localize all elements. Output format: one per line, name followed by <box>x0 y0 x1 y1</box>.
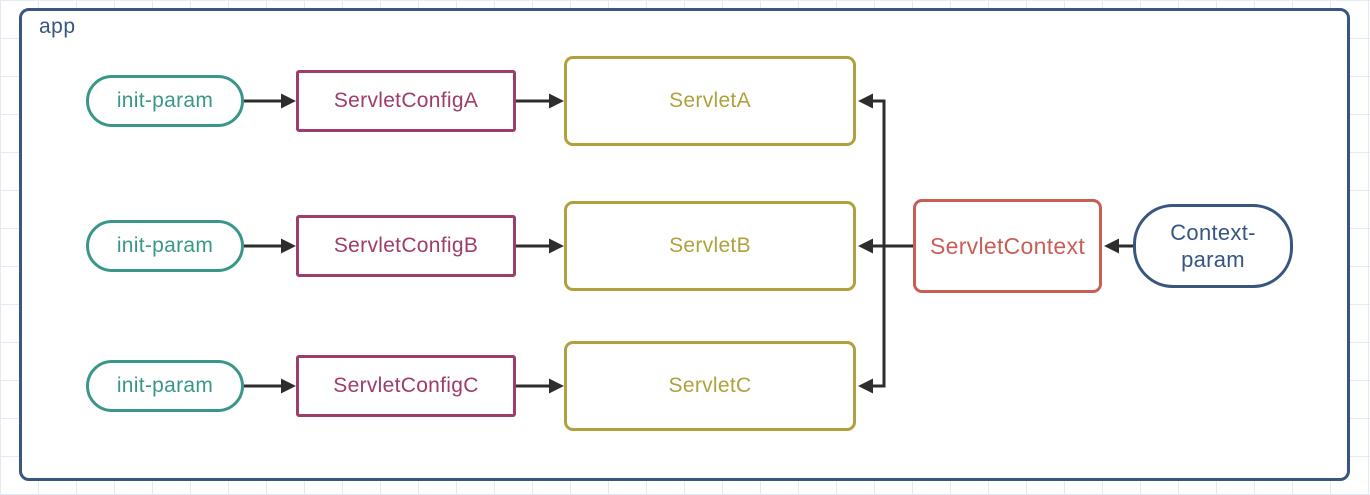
servlet-a-label: ServletA <box>669 88 751 112</box>
servlet-context-node[interactable]: ServletContext <box>913 199 1102 293</box>
init-param-label-2: init-param <box>116 233 214 257</box>
servlet-a-node[interactable]: ServletA <box>564 56 856 146</box>
context-param-node[interactable]: Context- param <box>1133 204 1293 288</box>
servlet-b-node[interactable]: ServletB <box>564 201 856 291</box>
init-param-label-1: init-param <box>116 88 214 112</box>
init-param-node-3[interactable]: init-param <box>86 360 244 412</box>
servlet-config-c-label: ServletConfigC <box>333 373 479 397</box>
init-param-node-2[interactable]: init-param <box>86 220 244 272</box>
servlet-config-a-label: ServletConfigA <box>333 88 479 112</box>
servlet-config-a-node[interactable]: ServletConfigA <box>296 70 516 132</box>
servlet-c-node[interactable]: ServletC <box>564 341 856 431</box>
context-param-label-line2: param <box>1181 247 1245 272</box>
servlet-config-c-node[interactable]: ServletConfigC <box>296 355 516 417</box>
context-param-label-line1: Context- <box>1170 219 1256 245</box>
servlet-context-label: ServletContext <box>929 232 1086 259</box>
servlet-config-b-node[interactable]: ServletConfigB <box>296 215 516 277</box>
init-param-node-1[interactable]: init-param <box>86 75 244 127</box>
servlet-c-label: ServletC <box>668 373 752 397</box>
init-param-label-3: init-param <box>116 373 214 397</box>
app-label: app <box>39 15 76 38</box>
servlet-config-b-label: ServletConfigB <box>333 233 479 257</box>
servlet-b-label: ServletB <box>669 233 751 257</box>
